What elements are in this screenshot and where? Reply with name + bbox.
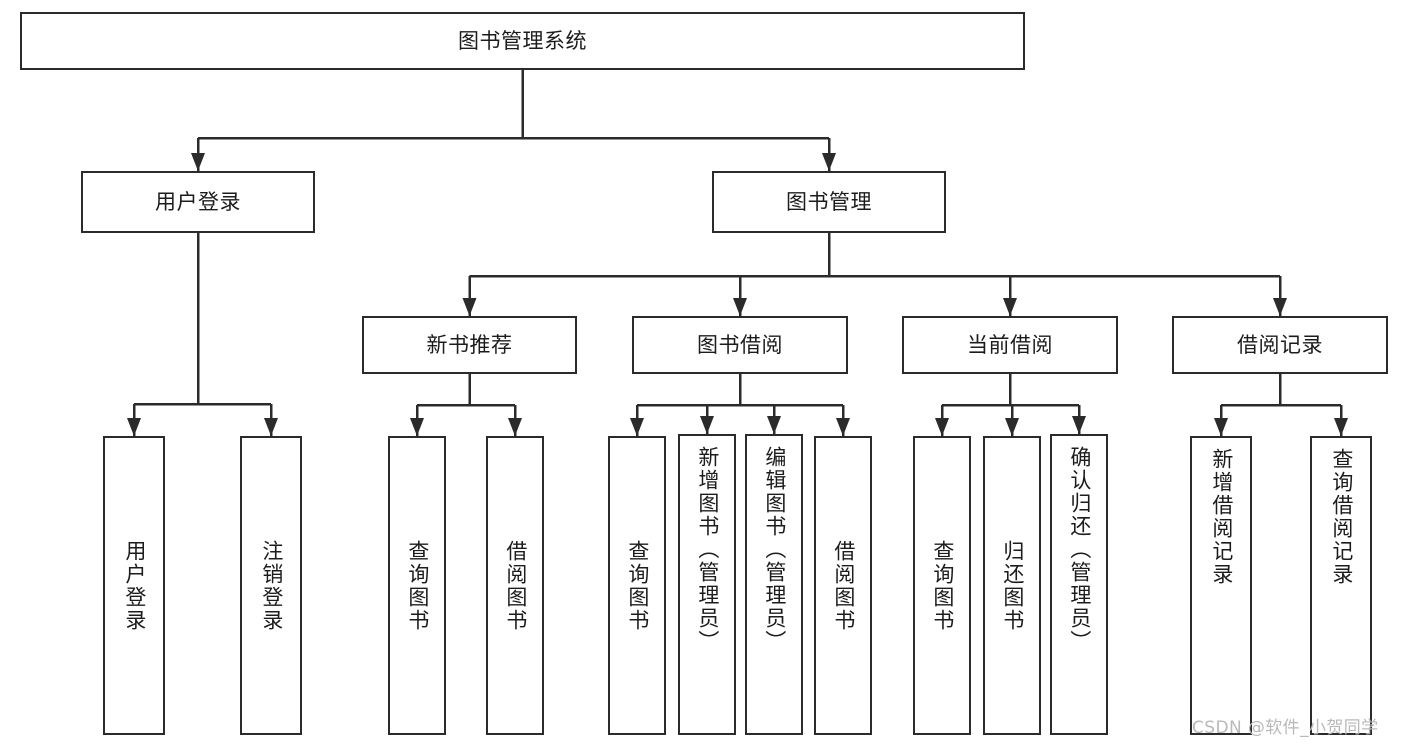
node-label: 新增借阅记录 xyxy=(1209,448,1234,586)
arrowhead-records xyxy=(1273,298,1287,316)
arrowhead-l_qrec xyxy=(1334,418,1348,436)
arrowhead-l_addbook xyxy=(700,416,714,434)
node-l_editbook[interactable]: 编辑图书（管理员） xyxy=(745,434,803,735)
arrowhead-l_return xyxy=(1005,418,1019,436)
node-borrow[interactable]: 图书借阅 xyxy=(632,316,848,374)
arrowhead-l_confirm xyxy=(1072,416,1086,434)
node-current[interactable]: 当前借阅 xyxy=(902,316,1118,374)
node-label: 图书管理系统 xyxy=(458,28,587,53)
node-l_qrec[interactable]: 查询借阅记录 xyxy=(1310,436,1372,735)
node-l_bbook2[interactable]: 借阅图书 xyxy=(814,436,872,735)
arrowhead-current xyxy=(1003,298,1017,316)
node-records[interactable]: 借阅记录 xyxy=(1172,316,1388,374)
node-label: 图书借阅 xyxy=(697,332,783,357)
node-label: 图书管理 xyxy=(786,189,872,214)
node-l_addrec[interactable]: 新增借阅记录 xyxy=(1190,436,1252,735)
node-l_addbook[interactable]: 新增图书（管理员） xyxy=(678,434,736,735)
node-l_confirm[interactable]: 确认归还（管理员） xyxy=(1050,434,1108,735)
arrowhead-l_qbook2 xyxy=(630,418,644,436)
node-l_qbook3[interactable]: 查询图书 xyxy=(913,436,971,735)
node-label: 借阅图书 xyxy=(831,539,856,632)
node-label: 当前借阅 xyxy=(967,332,1053,357)
arrowhead-login xyxy=(191,153,205,171)
arrowhead-l_editbook xyxy=(767,416,781,434)
node-label: 借阅记录 xyxy=(1237,332,1323,357)
arrowhead-l_qbook3 xyxy=(935,418,949,436)
node-bookmgmt[interactable]: 图书管理 xyxy=(712,171,946,233)
node-label: 借阅图书 xyxy=(503,539,528,632)
node-label: 用户登录 xyxy=(155,189,241,214)
arrowhead-l_qbook1 xyxy=(410,418,424,436)
arrowhead-l_login xyxy=(127,418,141,436)
arrowhead-l_logout xyxy=(264,418,278,436)
node-label: 用户登录 xyxy=(122,539,147,632)
node-l_qbook2[interactable]: 查询图书 xyxy=(608,436,666,735)
node-label: 查询图书 xyxy=(930,539,955,632)
node-label: 新书推荐 xyxy=(426,332,513,357)
node-label: 确认归还（管理员） xyxy=(1067,446,1092,653)
arrowhead-l_bbook1 xyxy=(508,418,522,436)
node-newbook[interactable]: 新书推荐 xyxy=(362,316,577,374)
node-l_return[interactable]: 归还图书 xyxy=(983,436,1041,735)
node-l_logout[interactable]: 注销登录 xyxy=(240,436,302,735)
node-label: 查询借阅记录 xyxy=(1329,448,1354,586)
node-l_bbook1[interactable]: 借阅图书 xyxy=(486,436,544,735)
arrowhead-newbook xyxy=(462,298,477,316)
arrowhead-l_addrec xyxy=(1214,418,1228,436)
node-l_login[interactable]: 用户登录 xyxy=(103,436,165,735)
node-label: 归还图书 xyxy=(1000,539,1025,632)
node-label: 查询图书 xyxy=(405,539,430,632)
node-login[interactable]: 用户登录 xyxy=(81,171,315,233)
arrowhead-borrow xyxy=(733,298,747,316)
node-label: 编辑图书（管理员） xyxy=(762,446,787,653)
watermark-label: CSDN @软件_小贺同学 xyxy=(1192,718,1379,738)
arrowhead-l_bbook2 xyxy=(836,418,850,436)
arrowhead-bookmgmt xyxy=(822,153,836,171)
node-root[interactable]: 图书管理系统 xyxy=(20,12,1025,70)
node-label: 新增图书（管理员） xyxy=(695,446,720,653)
node-label: 注销登录 xyxy=(259,539,284,632)
node-l_qbook1[interactable]: 查询图书 xyxy=(388,436,446,735)
node-label: 查询图书 xyxy=(625,539,650,632)
